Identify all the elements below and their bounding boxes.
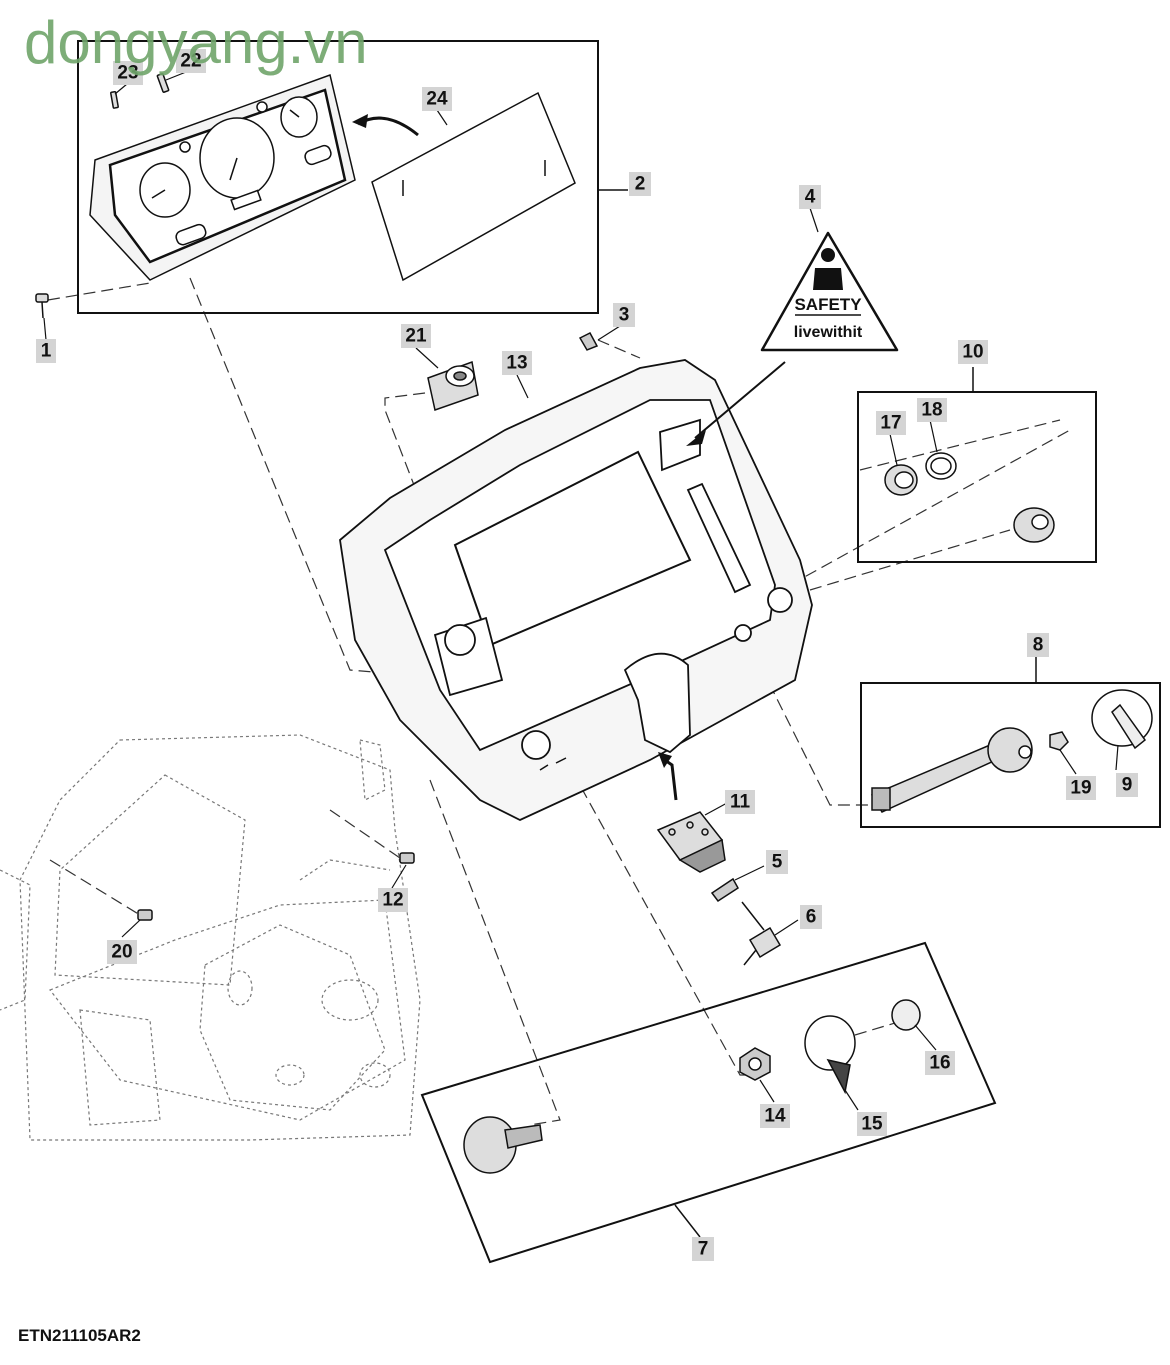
svg-text:1: 1 xyxy=(41,341,52,362)
callout-3: 3 xyxy=(613,303,635,327)
safety-label-4: SAFETY livewithit xyxy=(760,231,899,352)
svg-text:6: 6 xyxy=(806,907,817,928)
group-box-8 xyxy=(860,682,1161,828)
svg-text:11: 11 xyxy=(730,792,751,813)
tractor-frame-background xyxy=(0,734,421,1141)
knob-15 xyxy=(804,1015,856,1095)
callout-1: 1 xyxy=(36,339,56,363)
callout-4: 4 xyxy=(799,185,821,209)
ignition-switch-11 xyxy=(656,811,726,873)
callout-6: 6 xyxy=(800,905,822,929)
svg-text:20: 20 xyxy=(111,942,132,963)
screw-12 xyxy=(399,852,415,864)
svg-text:18: 18 xyxy=(921,400,942,421)
svg-text:24: 24 xyxy=(426,89,448,110)
screw-1 xyxy=(35,293,49,319)
svg-text:15: 15 xyxy=(861,1114,883,1135)
power-socket-21 xyxy=(427,360,479,411)
safety-label-slogan: livewithit xyxy=(794,324,863,341)
svg-text:3: 3 xyxy=(619,305,630,326)
svg-text:23: 23 xyxy=(117,63,138,84)
callout-15: 15 xyxy=(857,1112,887,1136)
callout-18: 18 xyxy=(917,398,947,422)
callout-2: 2 xyxy=(629,172,651,196)
cluster-group-box xyxy=(77,40,599,314)
callout-7: 7 xyxy=(692,1237,714,1261)
svg-text:8: 8 xyxy=(1033,635,1044,656)
svg-text:16: 16 xyxy=(929,1053,950,1074)
callout-9: 9 xyxy=(1116,773,1138,797)
group-box-7 xyxy=(420,941,997,1264)
instrument-cluster xyxy=(89,74,356,281)
svg-text:17: 17 xyxy=(880,413,901,434)
group-box-10 xyxy=(857,391,1097,563)
screw-22 xyxy=(156,73,170,93)
clip-3 xyxy=(578,332,599,351)
callout-20: 20 xyxy=(107,940,137,964)
callout-17: 17 xyxy=(876,411,906,435)
washer-18 xyxy=(925,452,957,480)
dash-panel-13 xyxy=(339,359,813,821)
svg-text:14: 14 xyxy=(764,1106,786,1127)
nut-19 xyxy=(1049,731,1069,751)
nut-14 xyxy=(739,1047,771,1081)
svg-text:19: 19 xyxy=(1070,778,1091,799)
callout-23: 23 xyxy=(113,61,143,85)
callout-16: 16 xyxy=(925,1051,955,1075)
svg-text:13: 13 xyxy=(506,353,527,374)
svg-text:7: 7 xyxy=(698,1239,709,1260)
switch-10 xyxy=(1013,507,1055,543)
svg-text:4: 4 xyxy=(805,187,816,208)
callout-19: 19 xyxy=(1066,776,1096,800)
svg-text:10: 10 xyxy=(962,342,983,363)
switch-body-7 xyxy=(463,1116,543,1174)
nut-5 xyxy=(710,877,739,903)
svg-text:12: 12 xyxy=(382,890,403,911)
callout-5: 5 xyxy=(766,850,788,874)
callout-11: 11 xyxy=(725,790,755,814)
safety-label-leader xyxy=(694,361,786,439)
callout-12: 12 xyxy=(378,888,408,912)
lens-24 xyxy=(371,91,576,282)
callout-leaders xyxy=(43,71,1119,1111)
key-6 xyxy=(741,901,782,966)
callout-21: 21 xyxy=(401,324,431,348)
callout-24: 24 xyxy=(422,87,452,111)
svg-text:21: 21 xyxy=(405,326,427,347)
throttle-cable-8 xyxy=(870,727,1033,813)
svg-text:5: 5 xyxy=(772,852,783,873)
watermark-text: dongyang.vn xyxy=(24,9,368,76)
callout-8: 8 xyxy=(1027,633,1049,657)
callout-13: 13 xyxy=(502,351,532,375)
grommet-17 xyxy=(884,464,918,496)
svg-text:9: 9 xyxy=(1122,775,1133,796)
svg-text:22: 22 xyxy=(180,51,201,72)
figure-code: ETN211105AR2 xyxy=(18,1326,141,1345)
callout-22: 22 xyxy=(176,49,206,73)
knob-9 xyxy=(1091,689,1153,750)
cap-16 xyxy=(891,999,921,1031)
safety-label-title: SAFETY xyxy=(794,295,862,314)
callout-10: 10 xyxy=(958,340,988,364)
screw-20 xyxy=(137,909,153,921)
callout-14: 14 xyxy=(760,1104,790,1128)
screw-23 xyxy=(110,91,119,109)
svg-text:2: 2 xyxy=(635,174,646,195)
